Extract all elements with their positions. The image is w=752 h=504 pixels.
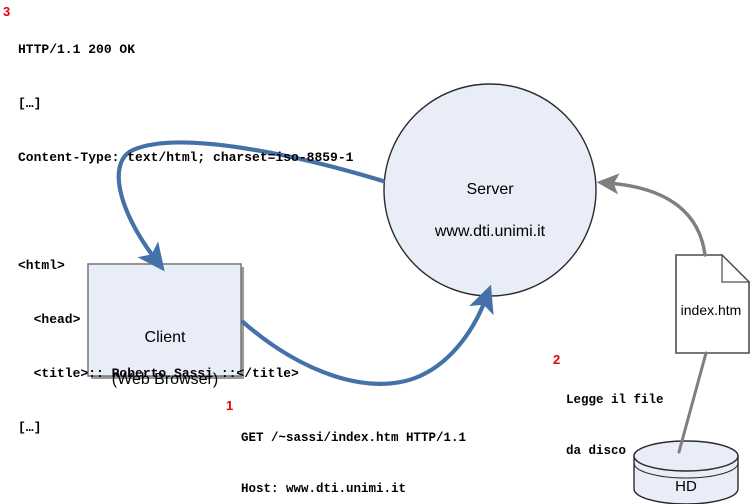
response-arrow[interactable] [116, 140, 386, 272]
response-line-ellipsis-2: […] [18, 420, 42, 435]
http-response-text: HTTP/1.1 200 OK […] Content-Type: text/h… [18, 5, 353, 473]
response-line-status: HTTP/1.1 200 OK [18, 42, 136, 57]
disk-to-file-line[interactable] [677, 351, 708, 454]
response-line-ellipsis-1: […] [18, 96, 42, 111]
step-number-1: 1 [226, 398, 234, 413]
request-line-get: GET /~sassi/index.htm HTTP/1.1 [241, 431, 467, 445]
response-line-blank [18, 203, 353, 221]
disk-read-line-2: da disco [566, 444, 627, 458]
server-node-shape[interactable] [383, 83, 597, 297]
file-node-shape[interactable] [675, 254, 750, 354]
disk-read-annotation: Legge il file da disco [566, 358, 664, 494]
request-line-host: Host: www.dti.unimi.it [241, 482, 407, 496]
step-number-2: 2 [553, 352, 561, 367]
disk-node-inner-rim [633, 462, 739, 479]
http-request-text: GET /~sassi/index.htm HTTP/1.1 Host: www… [241, 396, 466, 504]
response-line-html-open: <html> [18, 258, 65, 273]
file-to-server-arrow[interactable] [596, 173, 707, 257]
file-fold-diagonal-icon [721, 254, 750, 283]
response-line-title: <title>:: Roberto Sassi ::</title> [18, 366, 299, 381]
response-line-content-type: Content-Type: text/html; charset=iso-885… [18, 150, 354, 165]
step-number-3: 3 [3, 4, 11, 19]
disk-node-top [633, 440, 739, 472]
client-node-shape[interactable] [87, 263, 242, 377]
disk-read-line-1: Legge il file [566, 393, 664, 407]
request-arrow[interactable] [240, 284, 494, 386]
response-line-head-open: <head> [18, 312, 81, 327]
